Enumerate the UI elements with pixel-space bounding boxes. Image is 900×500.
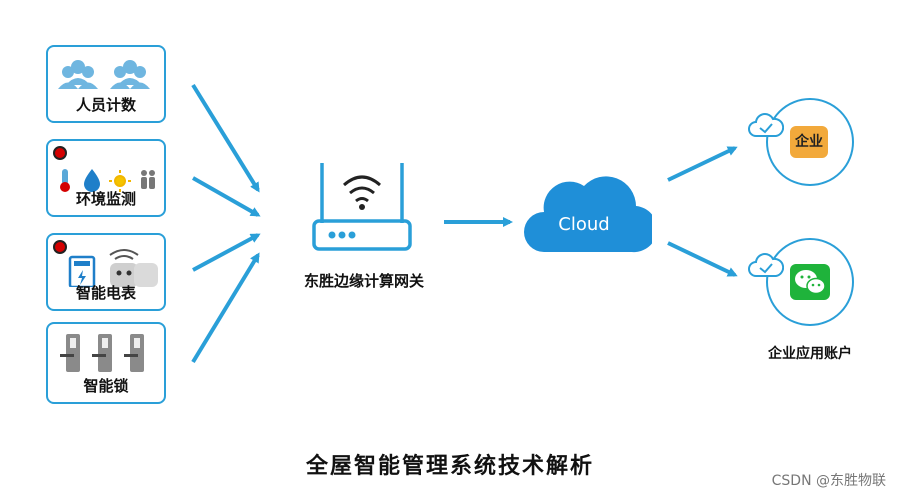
cloud-sync-icon [748, 113, 784, 137]
environment-sensors-icon [60, 169, 155, 192]
watermark: CSDN @东胜物联 [771, 473, 886, 489]
people-icon [58, 60, 150, 89]
router-icon [312, 163, 412, 251]
alert-indicator [53, 146, 67, 160]
electric-meter-icon [68, 255, 96, 287]
device-label: 智能锁 [83, 377, 129, 395]
device-people-counting[interactable]: 人员计数 [46, 45, 166, 123]
alert-indicator [53, 240, 67, 254]
wechat-node[interactable] [766, 238, 854, 326]
device-environment-monitoring[interactable]: 环境监测 [46, 139, 166, 217]
thermometer-icon [60, 169, 70, 192]
arrow-meter-to-gateway [192, 233, 261, 272]
device-label: 环境监测 [75, 190, 136, 208]
device-smart-lock[interactable]: 智能锁 [46, 322, 166, 404]
water-drop-icon [84, 169, 100, 192]
enterprise-node[interactable]: 企业 [766, 98, 854, 186]
wireless-plug-icon [109, 249, 158, 287]
crowd-icon [141, 170, 155, 189]
arrow-cloud-to-enterprise [667, 146, 738, 182]
arrow-cloud-to-wechat [667, 241, 738, 277]
door-lock-icon [60, 334, 144, 372]
arrow-environment-to-gateway [192, 176, 261, 217]
wifi-icon [343, 175, 381, 203]
arrow-lock-to-gateway [191, 252, 260, 364]
cloud-icon [524, 176, 652, 253]
device-label: 智能电表 [75, 284, 136, 302]
enterprise-badge-text: 企业 [795, 134, 823, 150]
smart-meter-icon [68, 249, 158, 287]
enterprise-badge [790, 126, 828, 158]
gateway-label: 东胜边缘计算网关 [303, 272, 424, 290]
device-smart-meter[interactable]: 智能电表 [46, 233, 166, 311]
accounts-label: 企业应用账户 [768, 346, 852, 362]
page-title: 全屋智能管理系统技术解析 [305, 454, 594, 479]
device-label: 人员计数 [75, 96, 136, 114]
sun-icon [109, 170, 131, 192]
wechat-icon [790, 264, 830, 300]
arrow-people-to-gateway [191, 83, 260, 193]
cloud-label: Cloud [558, 214, 610, 235]
cloud-sync-icon [748, 253, 784, 277]
